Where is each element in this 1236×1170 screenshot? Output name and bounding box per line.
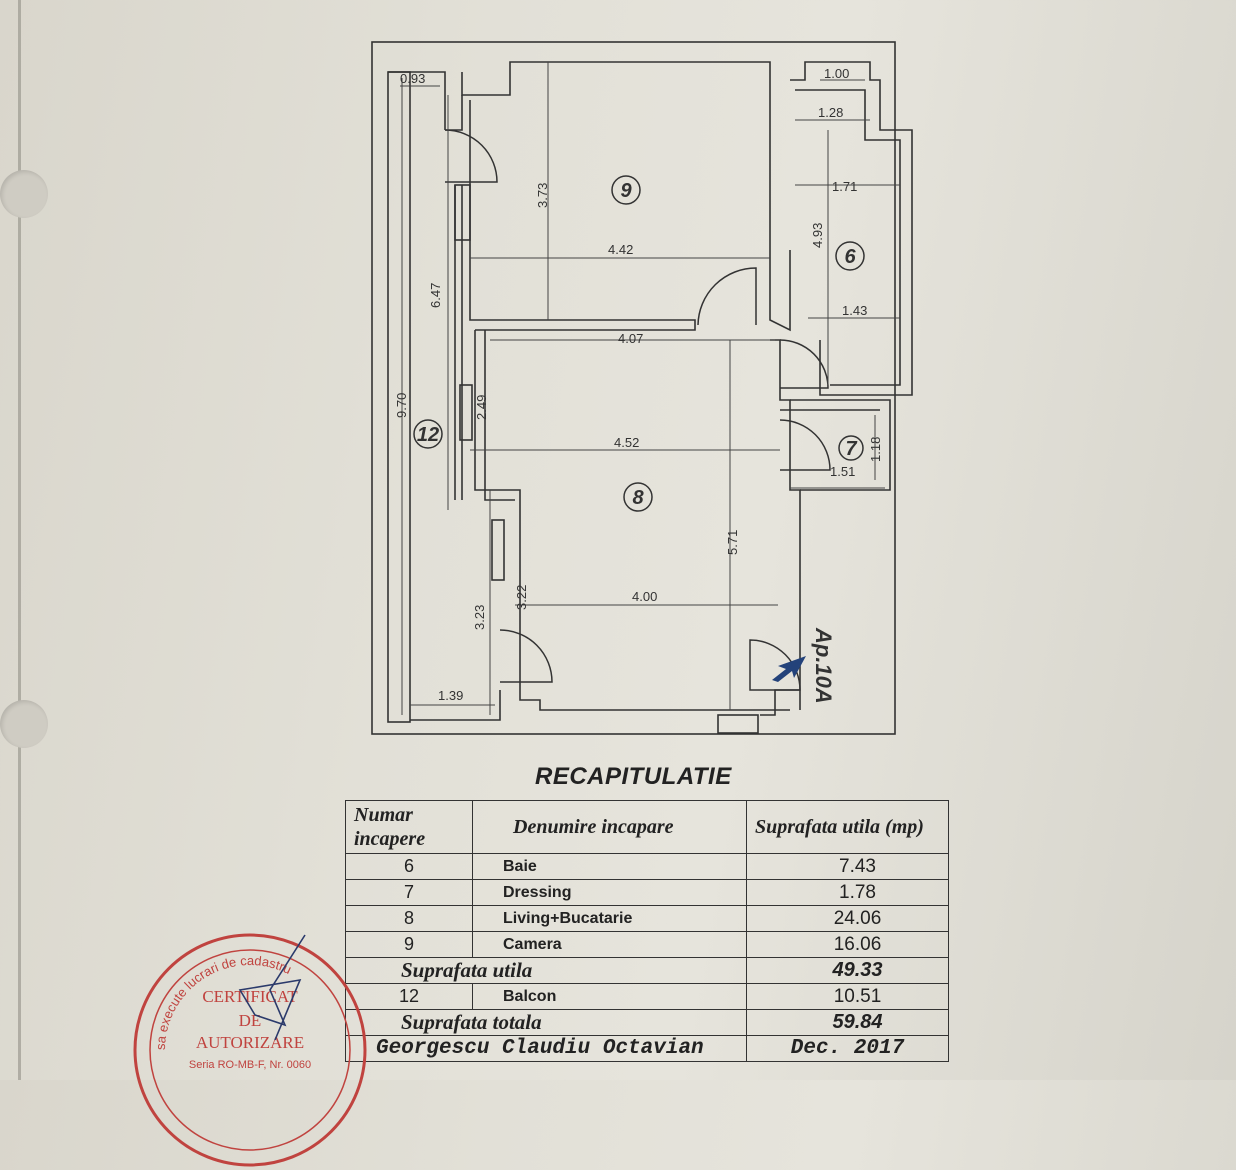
stamp-line2: DE	[239, 1011, 262, 1030]
dim-label: 3.23	[472, 605, 487, 630]
dim-label: 4.07	[618, 331, 643, 346]
dim-label: 3.73	[535, 183, 550, 208]
dim-label: 6.47	[428, 283, 443, 308]
door-arc	[749, 639, 801, 691]
room-number-8: 8	[632, 487, 644, 509]
table-row: 6 Baie 7.43	[345, 853, 949, 880]
row-area: 1.78	[746, 879, 949, 906]
apartment-label: Ap.10A	[811, 627, 836, 704]
total-label: Suprafata totala	[345, 1009, 747, 1036]
table-row: 12 Balcon 10.51	[345, 983, 949, 1010]
dim-label: 1.28	[818, 105, 843, 120]
row-name: Living+Bucatarie	[472, 905, 747, 932]
document-date: Dec. 2017	[746, 1035, 949, 1062]
row-num: 7	[345, 879, 473, 906]
door-arc	[697, 267, 757, 326]
dim-label: 1.71	[832, 179, 857, 194]
row-num: 6	[345, 853, 473, 880]
punch-hole	[0, 700, 48, 748]
room-number-9: 9	[620, 180, 632, 202]
door-arc	[444, 129, 498, 183]
dim-label: 2.49	[474, 395, 489, 420]
dim-label: 4.93	[810, 223, 825, 248]
signature-scribble	[238, 934, 306, 1041]
header-area: Suprafata utila (mp)	[746, 800, 949, 854]
floor-plan: 9 6 7 8 12 0.93 1.00 1.28 1.71 4.93 1.43…	[371, 41, 913, 735]
row-name: Balcon	[472, 983, 747, 1010]
row-area: 24.06	[746, 905, 949, 932]
dim-label: 1.39	[438, 688, 463, 703]
table-row: 9 Camera 16.06	[345, 931, 949, 958]
authorization-stamp: sa execute lucrari de cadastru CERTIFICA…	[133, 933, 367, 1167]
entrance-arrow-icon	[772, 656, 806, 682]
dim-label: 4.42	[608, 242, 633, 257]
room-number-12: 12	[417, 424, 439, 446]
dim-label: 4.52	[614, 435, 639, 450]
dim-label: 1.18	[868, 437, 883, 462]
dim-label: 5.71	[725, 530, 740, 555]
room-number-6: 6	[844, 246, 856, 268]
row-num: 8	[345, 905, 473, 932]
row-area: 7.43	[746, 853, 949, 880]
recap-title: RECAPITULATIE	[535, 763, 732, 790]
subtotal-value: 49.33	[746, 957, 949, 984]
room-number-7: 7	[845, 438, 857, 460]
dim-label: 1.00	[824, 66, 849, 81]
table-row: 7 Dressing 1.78	[345, 879, 949, 906]
table-header-row: Numar incapere Denumire incapare Suprafa…	[345, 800, 949, 854]
row-area: 10.51	[746, 983, 949, 1010]
punch-hole	[0, 170, 48, 218]
dim-label: 1.51	[830, 464, 855, 479]
total-row: Suprafata totala 59.84	[345, 1009, 949, 1036]
dim-label: 4.00	[632, 589, 657, 604]
dim-label: 9.70	[394, 393, 409, 418]
dim-label: 0.93	[400, 71, 425, 86]
door-arc	[779, 419, 831, 471]
header-num: Numar incapere	[345, 800, 473, 854]
recap-table: Numar incapere Denumire incapare Suprafa…	[345, 800, 949, 1062]
paper-edge	[18, 0, 21, 1080]
row-area: 16.06	[746, 931, 949, 958]
table-row: 8 Living+Bucatarie 24.06	[345, 905, 949, 932]
total-value: 59.84	[746, 1009, 949, 1036]
header-name: Denumire incapare	[472, 800, 747, 854]
dim-label: 1.43	[842, 303, 867, 318]
dim-label: 3.22	[514, 585, 529, 610]
subtotal-row: Suprafata utila 49.33	[345, 957, 949, 984]
row-name: Baie	[472, 853, 747, 880]
row-name: Camera	[472, 931, 747, 958]
stamp-line1: CERTIFICAT	[202, 987, 298, 1006]
stamp-serial: Seria RO-MB-F, Nr. 0060	[189, 1059, 311, 1071]
stamp-line3: AUTORIZARE	[196, 1033, 304, 1052]
plan-frame	[371, 41, 896, 735]
author-name: Georgescu Claudiu Octavian	[345, 1035, 747, 1062]
door-arc	[499, 629, 553, 683]
subtotal-label: Suprafata utila	[345, 957, 747, 984]
row-name: Dressing	[472, 879, 747, 906]
signature-row: Georgescu Claudiu Octavian Dec. 2017	[345, 1035, 949, 1062]
